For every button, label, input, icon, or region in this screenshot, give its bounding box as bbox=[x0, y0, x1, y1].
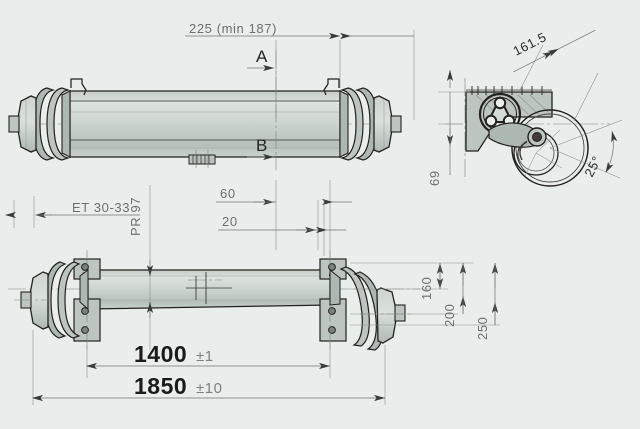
hub-assembly-left-front bbox=[14, 250, 101, 350]
front-view: ET 30-33 PR 97 60 20 bbox=[5, 180, 500, 405]
label-spring-pr: PR 97 bbox=[128, 197, 143, 236]
dimension-height-69: 69 bbox=[427, 70, 470, 186]
label-dim-20: 20 bbox=[222, 214, 238, 229]
tube-center-mark bbox=[186, 272, 232, 304]
plan-view: 225 (min 187) A B bbox=[8, 21, 415, 170]
wheel-drum-circle bbox=[488, 109, 589, 187]
dimension-spring-pr: PR 97 bbox=[128, 185, 154, 350]
label-track-tolerance: ±1 bbox=[196, 348, 214, 365]
dimension-track-1400: 1400 ±1 bbox=[86, 340, 331, 378]
hub-assembly-left-top bbox=[8, 78, 87, 161]
label-height-69: 69 bbox=[427, 170, 442, 186]
label-overall-1850: 1850 bbox=[134, 373, 187, 399]
label-dim-60: 60 bbox=[220, 186, 236, 201]
dimension-heights: 160 200 250 bbox=[350, 262, 500, 341]
section-mark-b: B bbox=[247, 136, 274, 161]
section-mark-a: A bbox=[247, 47, 277, 170]
tube-center-fitting bbox=[188, 150, 216, 168]
hub-assembly-right-front bbox=[319, 250, 412, 351]
section-detail-view: 161.5 69 25° bbox=[427, 29, 623, 187]
dimension-offset-et: ET 30-33 bbox=[5, 196, 140, 228]
label-overhang: 225 (min 187) bbox=[189, 21, 277, 36]
label-track-1400: 1400 bbox=[134, 341, 187, 367]
label-section-b: B bbox=[256, 136, 267, 155]
label-offset-et: ET 30-33 bbox=[72, 200, 130, 215]
label-section-a: A bbox=[256, 47, 268, 66]
label-dim-250: 250 bbox=[475, 317, 490, 341]
label-dim-200: 200 bbox=[442, 304, 457, 328]
dimension-60: 60 bbox=[216, 180, 352, 258]
dimension-overall-1850: 1850 ±10 bbox=[32, 330, 386, 405]
dimension-20: 20 bbox=[218, 200, 346, 256]
axle-tube-top bbox=[69, 90, 341, 158]
label-overall-tolerance: ±10 bbox=[196, 380, 222, 397]
hub-assembly-right-top bbox=[323, 78, 402, 161]
label-dim-160: 160 bbox=[419, 277, 434, 301]
axle-tube-front bbox=[87, 269, 331, 310]
